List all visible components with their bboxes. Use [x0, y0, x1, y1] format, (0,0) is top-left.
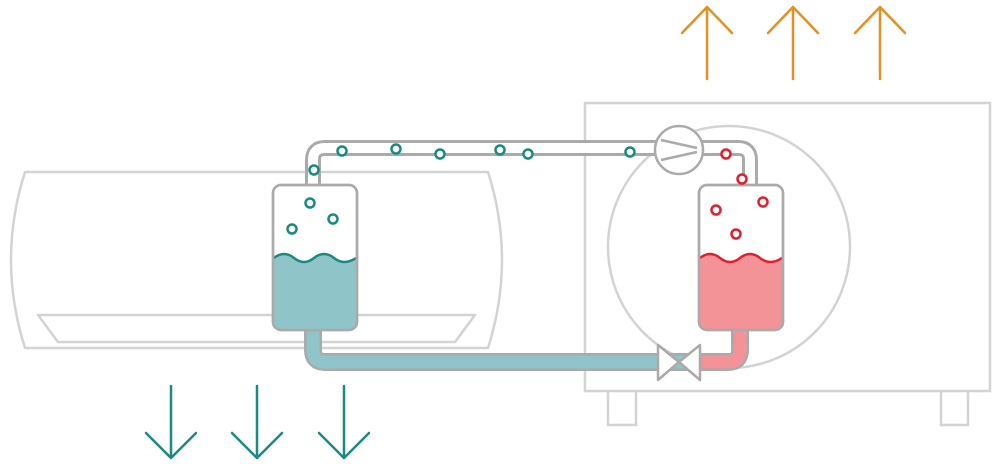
evaporator-liquid: [274, 254, 356, 329]
indoor-unit-vent: [36, 313, 477, 344]
bubble: [336, 145, 348, 157]
heat-output-arrows: [680, 5, 907, 81]
cool-output-arrows: [144, 384, 371, 460]
condenser-tank: [697, 183, 785, 332]
indoor-unit: [9, 170, 504, 350]
bubble: [434, 148, 446, 160]
evaporator-tank: [271, 183, 359, 332]
bubble: [304, 197, 316, 209]
bubble: [624, 146, 636, 158]
arrow-up-icon: [680, 5, 734, 81]
hot-bubbles: [710, 148, 769, 240]
arrow-down-icon: [144, 384, 198, 460]
bubble: [308, 164, 320, 176]
bubble: [522, 148, 534, 160]
indoor-unit-body: [9, 170, 504, 350]
arrow-down-icon: [230, 384, 284, 460]
vapor-pipe: [305, 140, 758, 185]
arrow-up-icon: [853, 5, 907, 81]
bubble: [720, 148, 732, 160]
bubble: [730, 228, 742, 240]
outdoor-unit-foot-right: [939, 391, 970, 427]
compressor-icon: [653, 124, 705, 176]
outdoor-unit-body: [583, 101, 992, 393]
liquid-pipe: [304, 330, 749, 371]
condenser-liquid: [700, 254, 782, 329]
arrow-up-icon: [766, 5, 820, 81]
bubble: [390, 143, 402, 155]
arrow-down-icon: [317, 384, 371, 460]
expansion-valve-icon: [656, 343, 702, 382]
bubble: [757, 196, 769, 208]
bubble: [736, 173, 748, 185]
bubble: [494, 144, 506, 156]
bubble: [710, 204, 722, 216]
bubble: [327, 213, 339, 225]
cold-bubbles: [286, 143, 636, 235]
outdoor-unit-foot-left: [606, 391, 638, 427]
bubble: [286, 223, 298, 235]
